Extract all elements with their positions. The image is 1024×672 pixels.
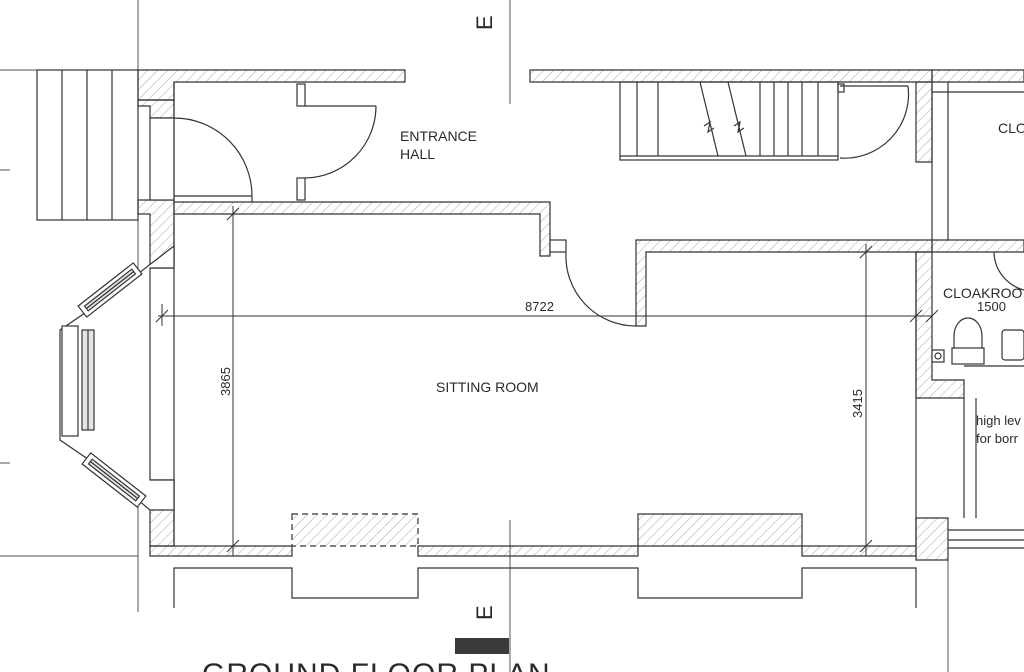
entrance-hall-label-line2: HALL (400, 146, 435, 162)
right-width-dimension-label: 3415 (850, 389, 865, 418)
length-dimension-label: 8722 (525, 299, 554, 314)
cloak-top-label: CLO (998, 120, 1024, 136)
dimension-lines (155, 206, 939, 556)
left-width-dimension-label: 3865 (218, 367, 233, 396)
note-line1: high lev (976, 413, 1021, 428)
cloakroom-fixtures (931, 317, 1024, 365)
entrance-steps (36, 69, 139, 221)
entrance-hall-label-line1: ENTRANCE (400, 128, 477, 144)
staircase (619, 81, 839, 161)
wall-outlines (173, 82, 1024, 608)
scale-bar (455, 638, 509, 654)
plan-title: GROUND FLOOR PLAN (202, 658, 551, 672)
sitting-room-label: SITTING ROOM (436, 379, 539, 395)
walls-hatched (137, 69, 1024, 561)
section-marker-top: E (472, 15, 497, 30)
section-marker-bottom: E (472, 605, 497, 620)
bay-window (59, 244, 175, 511)
doors (149, 83, 1024, 327)
cloakroom-dimension: 1500 (977, 299, 1006, 314)
note-line2: for borr (976, 431, 1019, 446)
cloakroom-label: CLOAKROO (943, 285, 1022, 301)
